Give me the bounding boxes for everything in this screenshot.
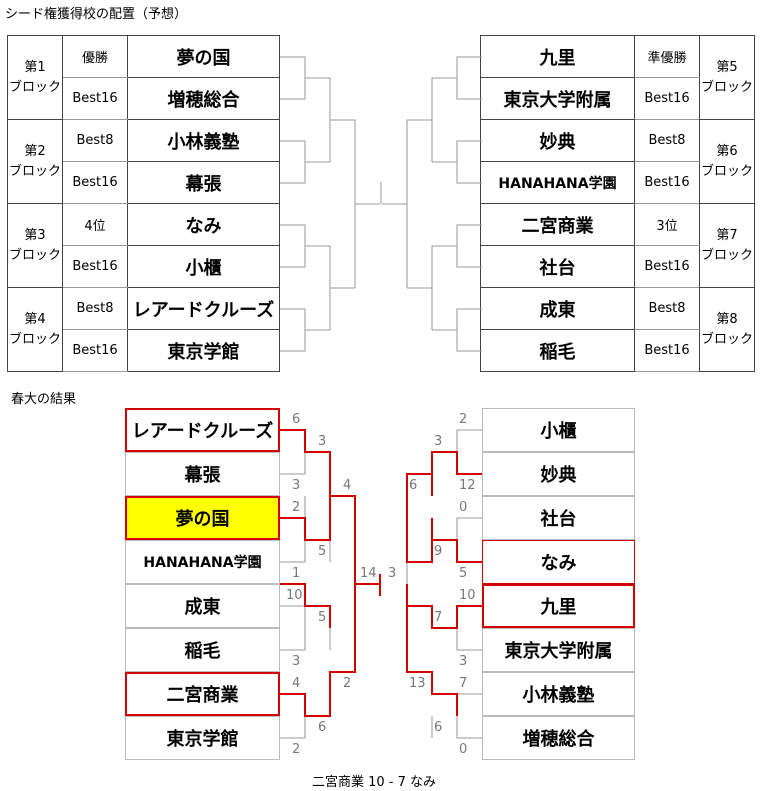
school-cell: 小林義塾: [127, 119, 280, 162]
result-team-box: レアードクルーズ: [125, 408, 280, 452]
result-team-box: 二宮商業: [125, 672, 280, 716]
score-label: 6: [409, 478, 418, 493]
score-label: 6: [318, 720, 327, 735]
score-label: 5: [318, 544, 327, 559]
score-label: 3: [292, 654, 301, 669]
score-label: 4: [292, 676, 301, 691]
result-team-box: なみ: [482, 540, 635, 584]
score-label: 2: [459, 412, 468, 427]
spring-results-title: 春大の結果: [11, 392, 77, 407]
result-team-box: 九里: [482, 584, 635, 628]
rank-cell: Best16: [62, 77, 128, 120]
result-team-box: 社台: [482, 496, 635, 540]
rank-cell: Best8: [634, 119, 700, 162]
score-label: 2: [292, 500, 301, 515]
score-label: 10: [286, 588, 303, 603]
school-cell: 幕張: [127, 161, 280, 204]
rank-cell: Best16: [634, 329, 700, 372]
school-cell: 増穂総合: [127, 77, 280, 120]
score-label: 0: [459, 500, 468, 515]
school-cell: 東京大学附属: [480, 77, 635, 120]
rank-cell: Best16: [62, 329, 128, 372]
score-label: 6: [434, 720, 443, 735]
score-label: 2: [292, 742, 301, 757]
rank-cell: Best16: [62, 161, 128, 204]
score-label: 6: [292, 412, 301, 427]
result-team-box: 増穂総合: [482, 716, 635, 760]
result-team-box: 東京学館: [125, 716, 280, 760]
result-team-box: 幕張: [125, 452, 280, 496]
seed-title: シード権獲得校の配置（予想）: [5, 7, 188, 22]
score-label: 7: [434, 610, 443, 625]
school-cell: 妙典: [480, 119, 635, 162]
score-label: 4: [343, 478, 352, 493]
result-team-box: 成東: [125, 584, 280, 628]
result-team-box: 小林義塾: [482, 672, 635, 716]
result-team-box: 稲毛: [125, 628, 280, 672]
score-label-final: 3: [388, 566, 397, 581]
final-score-caption: 二宮商業 10 - 7 なみ: [312, 775, 437, 790]
rank-cell: Best8: [634, 287, 700, 330]
result-team-box-champion: 夢の国: [125, 496, 280, 540]
score-label: 3: [318, 434, 327, 449]
school-cell: 東京学館: [127, 329, 280, 372]
rank-cell: Best16: [634, 77, 700, 120]
school-cell: 夢の国: [127, 35, 280, 78]
score-label: 12: [459, 478, 476, 493]
result-team-box: HANAHANA学園: [125, 540, 280, 584]
school-cell: レアードクルーズ: [127, 287, 280, 330]
score-label: 5: [459, 566, 468, 581]
score-label: 7: [459, 676, 468, 691]
score-label: 3: [459, 654, 468, 669]
school-cell: 成東: [480, 287, 635, 330]
result-team-box: 小櫃: [482, 408, 635, 452]
score-label: 0: [459, 742, 468, 757]
score-label: 9: [434, 544, 443, 559]
rank-cell: 3位: [634, 203, 700, 246]
score-label: 1: [292, 566, 301, 581]
score-label: 3: [434, 434, 443, 449]
score-label-final: 14: [360, 566, 377, 581]
rank-cell: Best16: [634, 245, 700, 288]
score-label: 2: [343, 676, 352, 691]
score-label: 3: [292, 478, 301, 493]
result-team-box: 妙典: [482, 452, 635, 496]
result-team-box: 東京大学附属: [482, 628, 635, 672]
score-label: 13: [409, 676, 426, 691]
score-label: 5: [318, 610, 327, 625]
score-label: 10: [459, 588, 476, 603]
school-cell: HANAHANA学園: [480, 161, 635, 204]
